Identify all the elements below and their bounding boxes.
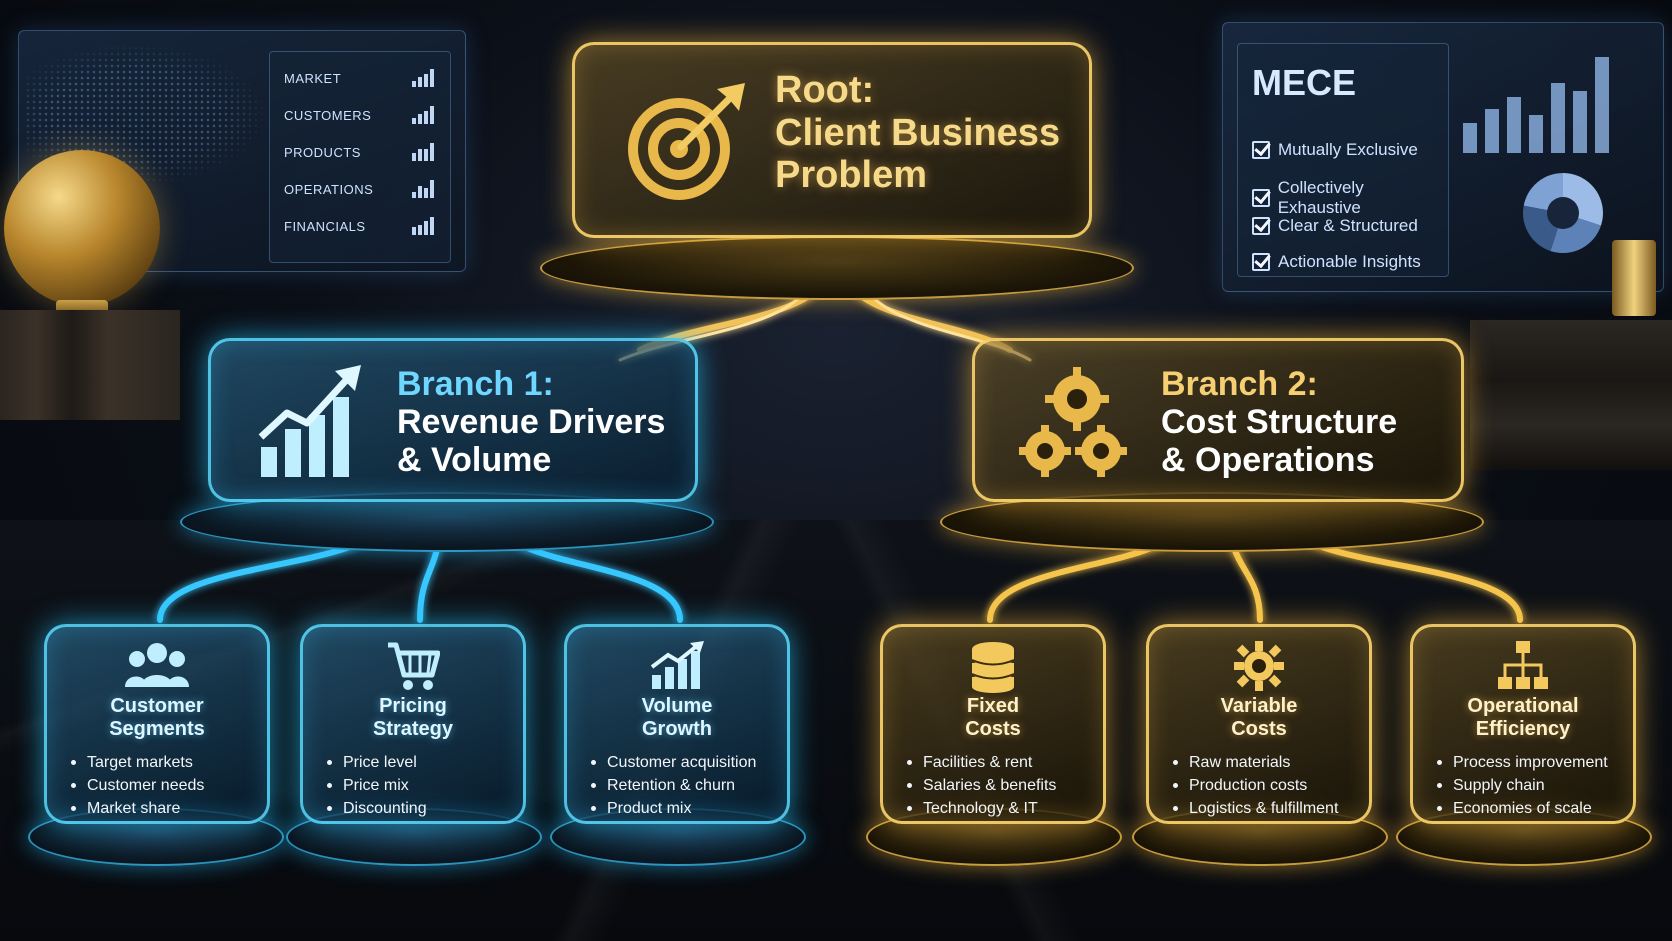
leaf-title: Volume Growth: [641, 695, 713, 740]
menu-item-customers: CUSTOMERS: [284, 105, 434, 125]
checkbox-checked-icon: [1252, 253, 1270, 271]
mece-row: Clear & Structured: [1252, 216, 1418, 236]
branch2-node: Branch 2: Cost Structure & Operations: [972, 338, 1464, 502]
decorative-bar-chart: [1463, 53, 1653, 153]
bullet-item: Price level: [325, 751, 427, 774]
mece-panel: MECE Mutually Exclusive Collectively Exh…: [1237, 43, 1449, 277]
marble-floor: [0, 520, 1672, 941]
people-icon: [125, 643, 189, 687]
bullet-item: Salaries & benefits: [905, 774, 1056, 797]
bullet-item: Logistics & fulfillment: [1171, 797, 1338, 820]
menu-item-market: MARKET: [284, 68, 434, 88]
leaf-fixed-costs: Fixed Costs Facilities & rent Salaries &…: [880, 624, 1106, 824]
mini-bar-chart-icon: [412, 180, 434, 198]
shopping-cart-icon: [388, 642, 440, 690]
leaf-volume-growth: Volume Growth Customer acquisition Reten…: [564, 624, 790, 824]
leaf-title: Variable Costs: [1220, 695, 1298, 740]
branch1-title: Branch 1: Revenue Drivers & Volume: [397, 365, 666, 480]
menu-item-operations: OPERATIONS: [284, 179, 434, 199]
leaf-title: Fixed Costs: [965, 695, 1021, 740]
mini-bar-chart-icon: [412, 217, 434, 235]
leaf-bullets: Customer acquisition Retention & churn P…: [589, 751, 756, 820]
menu-item-products: PRODUCTS: [284, 142, 434, 162]
leaf-title: Pricing Strategy: [372, 695, 454, 740]
right-dashboard-screen: MECE Mutually Exclusive Collectively Exh…: [1222, 22, 1664, 292]
books-stack-left: [0, 310, 180, 420]
bullet-item: Supply chain: [1435, 774, 1608, 797]
bullet-item: Production costs: [1171, 774, 1338, 797]
database-stack-icon: [971, 642, 1015, 693]
gear-icon: [1234, 641, 1284, 691]
gears-icon: [1019, 367, 1127, 477]
menu-item-financials: FINANCIALS: [284, 216, 434, 236]
branch1-pedestal: [180, 492, 714, 552]
golden-globe: [4, 150, 160, 306]
decorative-donut-chart: [1523, 173, 1603, 253]
mece-title: MECE: [1252, 62, 1357, 103]
bullet-item: Discounting: [325, 797, 427, 820]
checkbox-checked-icon: [1252, 217, 1270, 235]
root-pedestal: [540, 236, 1134, 300]
leaf-customer-segments: Customer Segments Target markets Custome…: [44, 624, 270, 824]
bullet-item: Customer needs: [69, 774, 204, 797]
gold-vase: [1612, 240, 1656, 316]
leaf-bullets: Target markets Customer needs Market sha…: [69, 751, 204, 820]
growth-chart-icon: [258, 365, 361, 477]
bullet-item: Target markets: [69, 751, 204, 774]
bar-growth-icon: [650, 641, 704, 689]
bullet-item: Economies of scale: [1435, 797, 1608, 820]
target-arrow-icon: [628, 83, 745, 200]
bullet-item: Retention & churn: [589, 774, 756, 797]
bullet-item: Price mix: [325, 774, 427, 797]
dashboard-menu: MARKET CUSTOMERS PRODUCTS OPERATIONS FIN…: [269, 51, 451, 263]
leaf-bullets: Price level Price mix Discounting: [325, 751, 427, 820]
leaf-bullets: Raw materials Production costs Logistics…: [1171, 751, 1338, 820]
leaf-bullets: Process improvement Supply chain Economi…: [1435, 751, 1608, 820]
root-node: Root: Client Business Problem: [572, 42, 1092, 238]
mece-row: Actionable Insights: [1252, 252, 1421, 272]
org-hierarchy-icon: [1498, 641, 1548, 689]
bullet-item: Facilities & rent: [905, 751, 1056, 774]
leaf-variable-costs: Variable Costs Raw materials Production …: [1146, 624, 1372, 824]
bullet-item: Customer acquisition: [589, 751, 756, 774]
branch2-title: Branch 2: Cost Structure & Operations: [1161, 365, 1398, 480]
checkbox-checked-icon: [1252, 189, 1270, 207]
leaf-pricing-strategy: Pricing Strategy Price level Price mix D…: [300, 624, 526, 824]
mini-bar-chart-icon: [412, 69, 434, 87]
bullet-item: Market share: [69, 797, 204, 820]
branch1-node: Branch 1: Revenue Drivers & Volume: [208, 338, 698, 502]
mini-bar-chart-icon: [412, 143, 434, 161]
bullet-item: Process improvement: [1435, 751, 1608, 774]
bullet-item: Product mix: [589, 797, 756, 820]
checkbox-checked-icon: [1252, 141, 1270, 159]
leaf-title: Operational Efficiency: [1467, 695, 1579, 740]
bullet-item: Raw materials: [1171, 751, 1338, 774]
mece-row: Mutually Exclusive: [1252, 140, 1418, 160]
leaf-bullets: Facilities & rent Salaries & benefits Te…: [905, 751, 1056, 820]
mini-bar-chart-icon: [412, 106, 434, 124]
root-title: Root: Client Business Problem: [775, 69, 1061, 197]
branch2-pedestal: [940, 492, 1484, 552]
books-stack-right: [1470, 320, 1672, 470]
mece-row: Collectively Exhaustive: [1252, 178, 1448, 218]
leaf-operational-efficiency: Operational Efficiency Process improveme…: [1410, 624, 1636, 824]
leaf-title: Customer Segments: [109, 695, 205, 740]
bullet-item: Technology & IT: [905, 797, 1056, 820]
